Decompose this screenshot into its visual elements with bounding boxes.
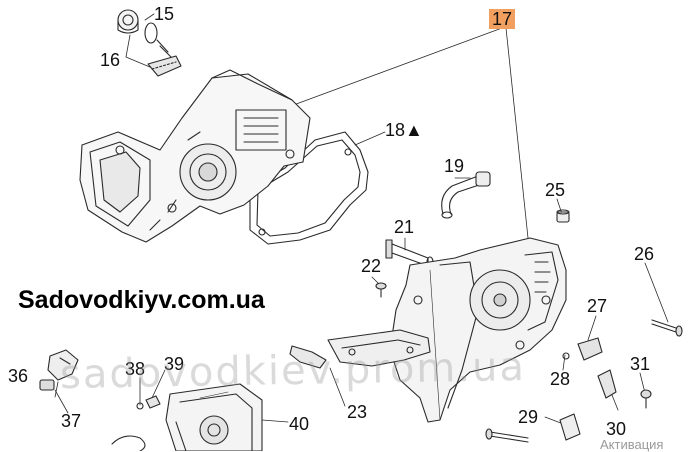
callout-26: 26 bbox=[634, 244, 655, 264]
sleeve-25-part bbox=[556, 209, 570, 223]
callout-19: 19 bbox=[444, 156, 465, 176]
bolt-29-part bbox=[485, 413, 581, 443]
bolt-26-part bbox=[651, 319, 683, 337]
callout-21: 21 bbox=[394, 217, 415, 237]
site-label: Sadovodkiyv.com.ua bbox=[18, 286, 265, 314]
callout-17: 17 bbox=[489, 9, 516, 29]
screw-31-part bbox=[640, 389, 652, 409]
oil-line-part bbox=[441, 171, 491, 219]
callout-18: 18▲ bbox=[385, 120, 423, 140]
oil-cap-part bbox=[117, 9, 182, 77]
washer-28-part bbox=[562, 352, 570, 360]
callout-38: 38 bbox=[125, 359, 146, 379]
crankcase-part bbox=[79, 69, 311, 243]
pad-27-part bbox=[577, 337, 603, 361]
housing-part bbox=[389, 237, 567, 423]
tensioner-part bbox=[39, 349, 79, 391]
callout-28: 28 bbox=[550, 369, 571, 389]
callout-15: 15 bbox=[154, 4, 175, 24]
callout-31: 31 bbox=[630, 354, 651, 374]
callout-36: 36 bbox=[8, 366, 29, 386]
callout-29: 29 bbox=[518, 407, 539, 427]
callout-23: 23 bbox=[347, 402, 368, 422]
callout-16: 16 bbox=[100, 50, 121, 70]
callout-27: 27 bbox=[587, 296, 608, 316]
screw-22-part bbox=[375, 282, 387, 298]
callout-37: 37 bbox=[61, 411, 82, 431]
filter-40-part bbox=[165, 383, 263, 451]
small-parts-38-39 bbox=[111, 395, 161, 451]
bracket-30-part bbox=[597, 369, 617, 399]
gasket-part bbox=[249, 131, 369, 245]
plate-23-part bbox=[289, 329, 431, 369]
callout-22: 22 bbox=[361, 256, 382, 276]
callout-30: 30 bbox=[606, 419, 627, 439]
activation-notice: Активация bbox=[600, 437, 664, 452]
watermark: sadovodkiev.prom.ua bbox=[59, 343, 527, 399]
callout-40: 40 bbox=[289, 414, 310, 434]
callout-25: 25 bbox=[545, 180, 566, 200]
callout-39: 39 bbox=[164, 354, 185, 374]
